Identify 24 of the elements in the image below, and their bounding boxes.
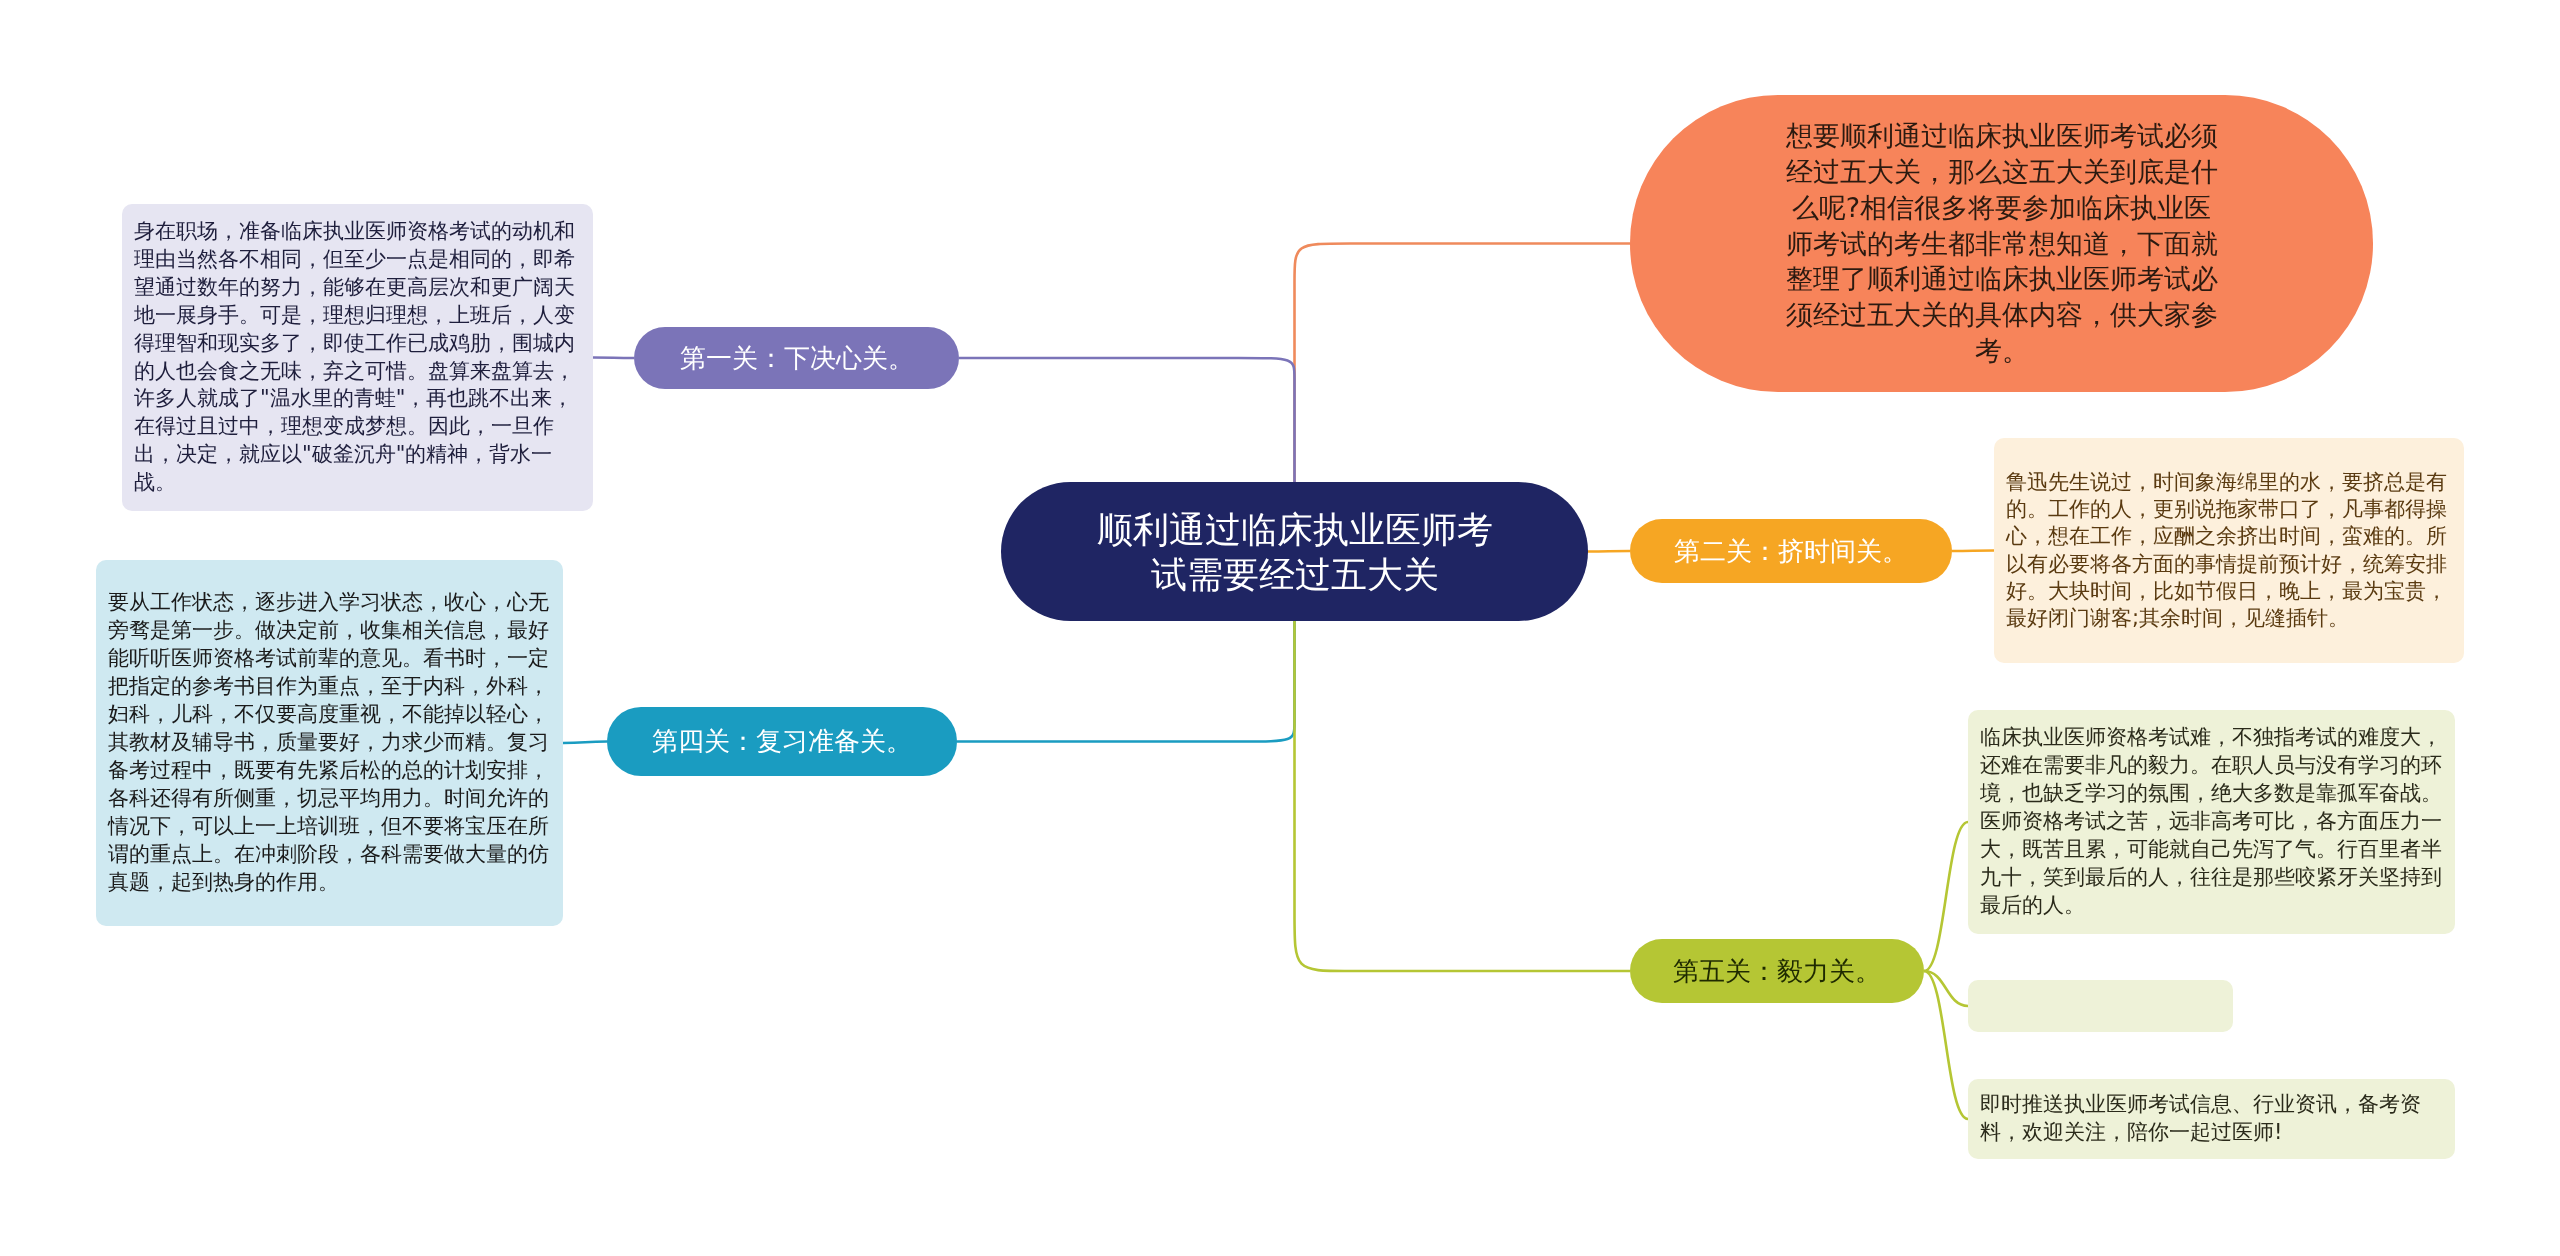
connector-line	[1588, 549, 1630, 553]
branch-label: 第四关：复习准备关。	[652, 725, 912, 758]
note-text: 临床执业医师资格考试难，不独指考试的难度大，还难在需要非凡的毅力。在职人员与没有学习的环境，也缺乏学习的氛围，绝大多数是靠孤军奋战。医师资格考试之苦，远非高考可比，各方面压力一大，既苦且累，可能就自己先泻了气。行百里者半九十，笑到最后的人，往往是那些咬紧牙关坚持到最后的人。	[1980, 724, 2443, 919]
branch-label: 第五关：毅力关。	[1673, 954, 1881, 988]
note-text: 身在职场，准备临床执业医师资格考试的动机和理由当然各不相同，但至少一点是相同的，即希望通过数年的努力，能够在更高层次和更广阔天地一展身手。可是，理想归理想，上班后，人变得理智和现实多了，即使工作已成鸡肋，围城内的人也会食之无味，弃之可惜。盘算来盘算去，许多人就成了"温水里的青蛙"，再也跳不出来，在得过且过中，理想变成梦想。因此，一旦作出，决定，就应以"破釜沉舟"的精神，背水一战。	[134, 217, 576, 497]
connector-line	[593, 356, 634, 360]
branch-label: 第一关：下决心关。	[679, 341, 914, 375]
central-topic: 顺利通过临床执业医师考试需要经过五大关	[1095, 507, 1494, 597]
note-card	[1968, 710, 2455, 934]
note-card	[96, 560, 563, 926]
connector-line	[959, 356, 1296, 482]
note-card	[1968, 1079, 2455, 1159]
intro-text: 想要顺利通过临床执业医师考试必须经过五大关，那么这五大关到底是什么呢?相信很多将要参加临床执业医师考试的考生都非常想知道，下面就整理了顺利通过临床执业医师考试必须经过五大关的具体内容，供大家参考。	[1784, 118, 2219, 369]
empty-note-box	[1968, 980, 2233, 1032]
note-card	[1994, 438, 2464, 663]
connector-line	[1923, 820, 1969, 973]
connector-line	[1923, 969, 1969, 1121]
connector-line	[1293, 621, 1630, 973]
note-text: 鲁迅先生说过，时间象海绵里的水，要挤总是有的。工作的人，更别说拖家带口了，凡事都得操心，想在工作，应酬之余挤出时间，蛮难的。所以有必要将各方面的事情提前预计好，统筹安排好。大块时间，比如节假日，晚上，最为宝贵，最好闭门谢客;其余时间，见缝插针。	[2006, 468, 2448, 633]
connector-line	[1952, 549, 1994, 553]
note-text: 即时推送执业医师考试信息、行业资讯，备考资料，欢迎关注，陪你一起过医师!	[1980, 1091, 2422, 1146]
branch-label: 第二关：挤时间关。	[1674, 534, 1908, 568]
note-text: 要从工作状态，逐步进入学习状态，收心，心无旁骛是第一步。做决定前，收集相关信息，最好能听听医师资格考试前辈的意见。看书时，一定把指定的参考书目作为重点，至于内科，外科，妇科，儿科，不仅要高度重视，不能掉以轻心，其教材及辅导书，质量要好，力求少而精。复习备考过程中，既要有先紧后松的总的计划安排，各科还得有所侧重，切忌平均用力。时间允许的情况下，可以上一上培训班，但不要将宝压在所谓的重点上。在冲刺阶段，各科需要做大量的仿真题，起到热身的作用。	[108, 589, 550, 896]
connector-line	[563, 740, 607, 745]
